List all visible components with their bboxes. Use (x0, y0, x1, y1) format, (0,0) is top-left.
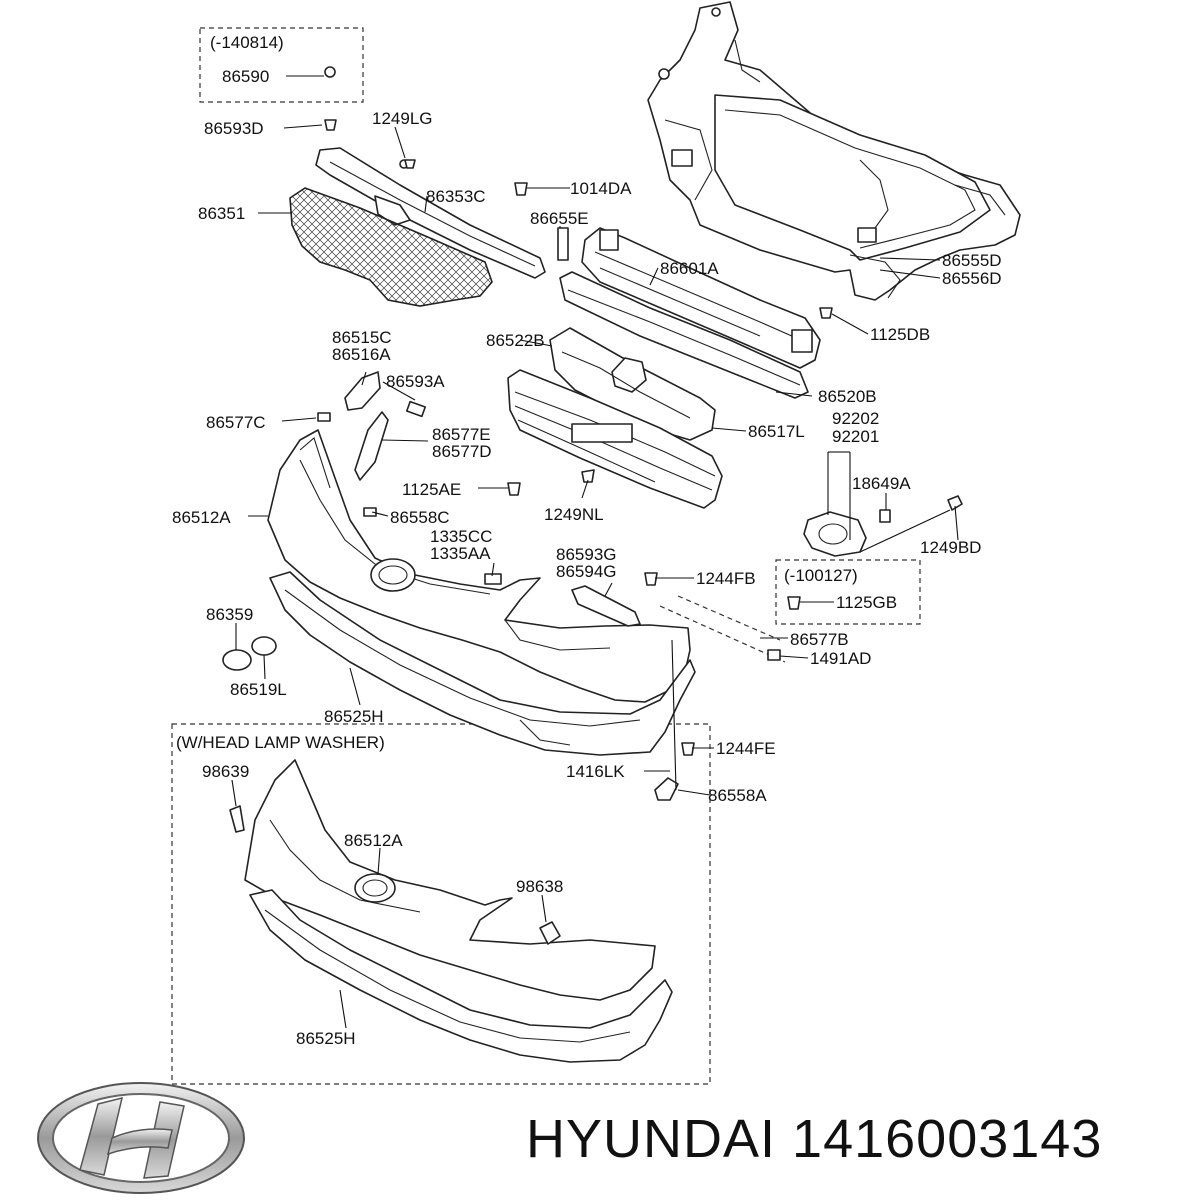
cover-86519l (251, 636, 277, 656)
label-86353c: 86353C (426, 187, 486, 206)
grille-support-86522b (549, 327, 716, 441)
label-1249lg: 1249LG (372, 109, 433, 128)
upper-cover-86353c (315, 147, 546, 279)
clip-86593a (405, 400, 427, 418)
label-86525h: 86525H (324, 707, 384, 726)
label-98639: 98639 (202, 762, 249, 781)
label-86512a-washer: 86512A (344, 831, 403, 850)
label-86519l: 86519L (230, 680, 287, 699)
note-box-100127 (775, 559, 921, 625)
label-98638: 98638 (516, 877, 563, 896)
label-86590: 86590 (222, 67, 269, 86)
label-1014da: 1014DA (570, 179, 632, 198)
part-number: 1416003143 (792, 1109, 1103, 1169)
label-92201: 92201 (832, 427, 879, 446)
label-1335aa: 1335AA (430, 544, 491, 563)
lower-grille-86517l (507, 369, 723, 509)
label-86359: 86359 (206, 605, 253, 624)
label-1249bd: 1249BD (920, 538, 981, 557)
label-86520b: 86520B (818, 387, 877, 406)
label-1244fe: 1244FE (716, 739, 776, 758)
side-bracket-86593g (571, 585, 641, 627)
label-1244fb: 1244FB (696, 569, 756, 588)
label-86577c: 86577C (206, 413, 266, 432)
label-86516a: 86516A (332, 345, 391, 364)
label-1125gb: 1125GB (836, 593, 897, 612)
leader-lines (231, 75, 959, 1029)
lower-lip-86525h (269, 571, 696, 756)
side-support-86558a (654, 777, 679, 801)
label-86593a: 86593A (386, 372, 445, 391)
label-86594g: 86594G (556, 562, 617, 581)
label-92202: 92202 (832, 409, 879, 428)
note-head-lamp-washer: (W/HEAD LAMP WASHER) (176, 733, 385, 752)
label-86601a: 86601A (660, 259, 719, 278)
label-1125db: 1125DB (870, 325, 930, 344)
label-86558a: 86558A (708, 786, 767, 805)
note-100127: (-100127) (784, 566, 858, 585)
screw-1249bd (947, 495, 963, 511)
label-86522b: 86522B (486, 331, 545, 350)
side-seal-86577b (659, 605, 786, 663)
label-86556d: 86556D (942, 269, 1002, 288)
label-86577d: 86577D (432, 442, 492, 461)
washer-bumper-86512a (229, 759, 656, 1001)
label-1491ad: 1491AD (810, 649, 871, 668)
label-86593g: 86593G (556, 545, 617, 564)
note-box-140814 (199, 27, 364, 103)
label-86512a: 86512A (172, 508, 231, 527)
label-1416lk: 1416LK (566, 762, 625, 781)
bumper-beam-86601a (581, 227, 821, 369)
label-86525h-washer: 86525H (296, 1029, 356, 1048)
note-140814: (-140814) (210, 33, 284, 52)
label-86655e: 86655E (530, 209, 589, 228)
label-86517l: 86517L (748, 422, 805, 441)
emblem-86359 (222, 649, 252, 671)
side-reflector-86577e (354, 411, 389, 481)
label-86593d: 86593D (204, 119, 264, 138)
label-18649a: 18649A (852, 474, 911, 493)
note-box-head-lamp-washer (171, 723, 711, 1085)
label-1335cc: 1335CC (430, 527, 492, 546)
label-86351: 86351 (198, 204, 245, 223)
label-1249nl: 1249NL (544, 505, 604, 524)
fasteners (317, 66, 833, 756)
clip-18649a (879, 509, 891, 523)
front-bumper-86512a (267, 429, 691, 703)
label-86577e: 86577E (432, 425, 491, 444)
side-seal-86577b-line (677, 595, 781, 641)
energy-absorber-86520b (559, 271, 809, 399)
label-86558c: 86558C (390, 508, 450, 527)
side-bracket-86515c (344, 371, 381, 411)
radiator-grille-86351 (289, 187, 493, 307)
brand-name: HYUNDAI (526, 1109, 777, 1169)
washer-lower-lip-86525h (249, 889, 673, 1063)
label-1125ae: 1125AE (402, 480, 461, 499)
label-86577b: 86577B (790, 630, 849, 649)
radiator-support-frame (647, 1, 1021, 301)
fog-lamp-92201 (803, 511, 867, 557)
brand-part-number: HYUNDAI 1416003143 (526, 1108, 1102, 1170)
label-86555d: 86555D (942, 251, 1002, 270)
hyundai-logo (37, 1082, 245, 1194)
label-86515c: 86515C (332, 328, 392, 347)
